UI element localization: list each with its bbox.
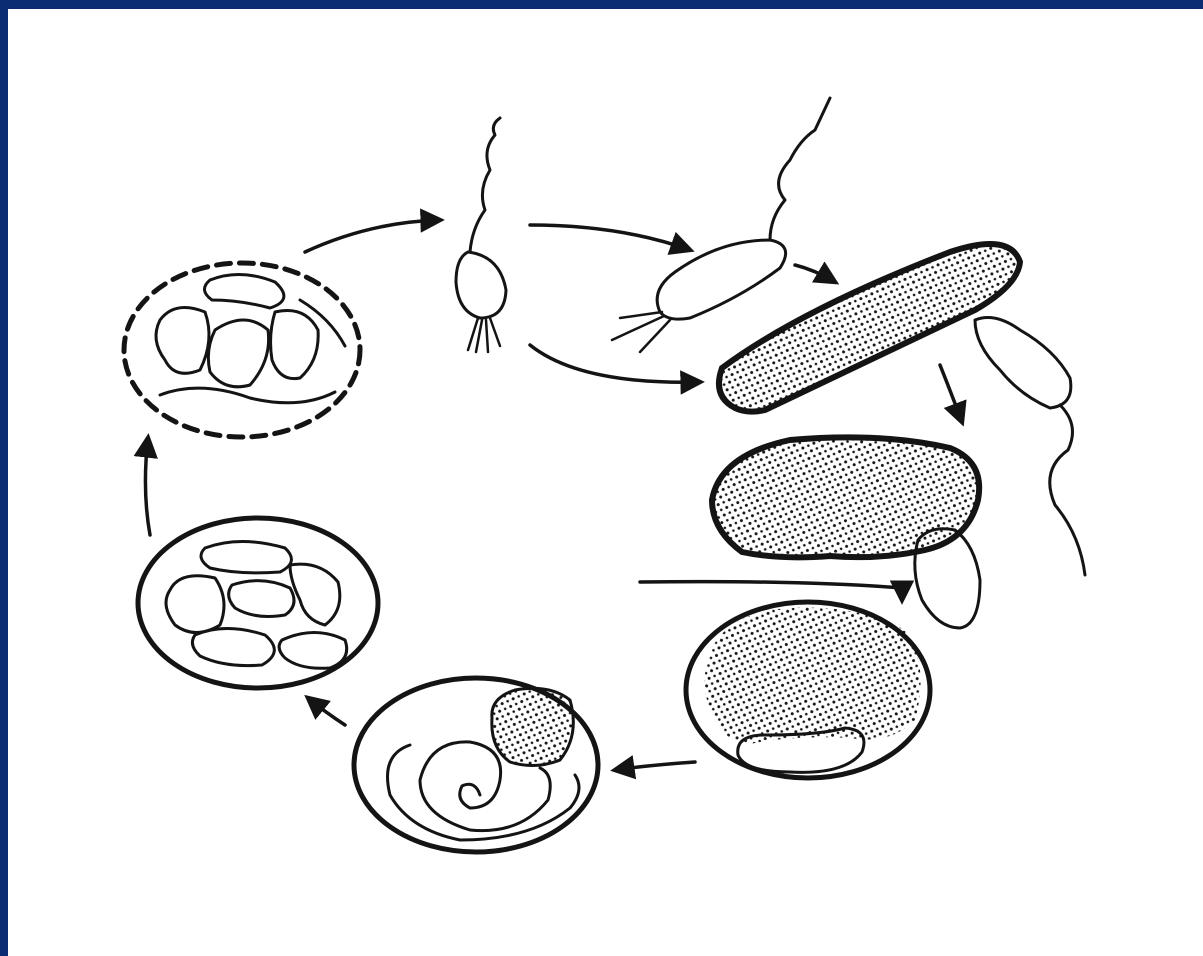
arrow-coiled-to-multicellular xyxy=(308,698,345,725)
dormant-cyst-stage xyxy=(124,263,360,437)
arrow-round-to-coiled xyxy=(615,762,695,770)
arrow-swarmer-to-rod xyxy=(530,345,700,382)
round-stippled-cell xyxy=(686,602,930,778)
multicellular-cyst-stage xyxy=(138,518,378,688)
arrow-rod-to-budding xyxy=(940,365,962,422)
coiled-germination-stage xyxy=(354,678,598,852)
arrow-swarmer-to-swimmer xyxy=(530,225,690,250)
arrow-swimmer-to-rod xyxy=(795,265,835,282)
arrow-multicellular-to-cyst xyxy=(145,438,150,535)
arrow-budding-to-round xyxy=(640,582,902,600)
arrow-cyst-to-swarmer xyxy=(305,220,440,252)
elongated-swimmer-stage xyxy=(612,98,830,352)
detached-daughter-cell xyxy=(975,318,1085,575)
budding-stippled-cell xyxy=(712,437,980,628)
swarmer-stage xyxy=(456,118,506,352)
